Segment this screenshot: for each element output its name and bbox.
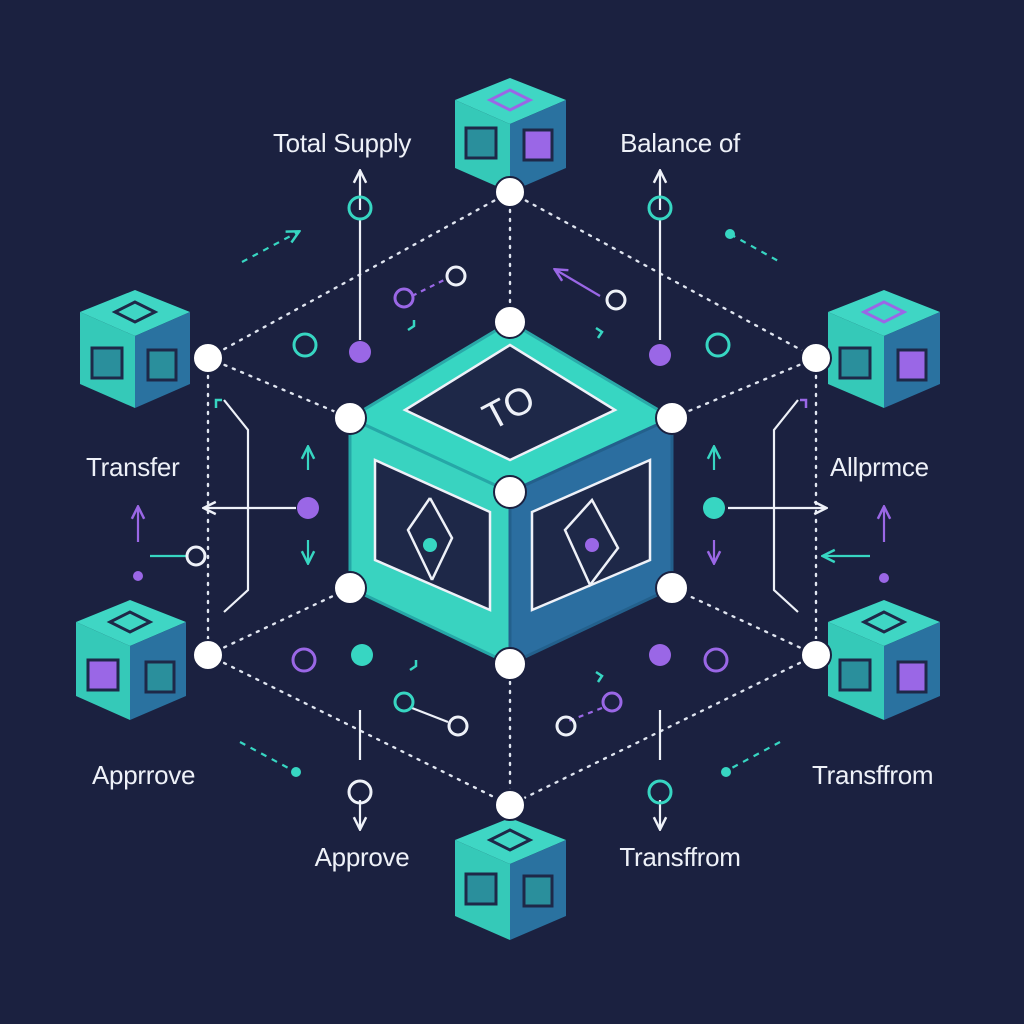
cube-right-lower [828,600,940,720]
center-token-cube: TO [346,320,676,667]
accent-ticks [214,320,808,683]
label-total-supply: Total Supply [272,128,412,158]
junction-nodes [192,176,832,821]
label-transfer-from-right: Transffrom [812,760,934,790]
label-transfer-from-bottom: Transffrom [619,842,741,872]
label-balance-of: Balance of [620,128,740,158]
cube-left-upper [80,290,190,408]
cube-right-upper [828,290,940,408]
cube-top [455,78,566,192]
cube-bottom [455,818,566,940]
label-transfer: Transfer [86,452,180,482]
label-allowance: Allprmce [830,452,929,482]
transfer-symbol-icon [406,497,454,581]
arrow-connectors [138,172,884,828]
cube-left-lower [76,600,186,720]
label-approve-left: Apprrove [92,760,196,790]
accent-rings [185,195,731,805]
diamond-icon [563,497,620,588]
label-approve-bottom: Approve [314,842,410,872]
accent-dots [133,229,889,777]
dotted-connectors [206,190,818,807]
